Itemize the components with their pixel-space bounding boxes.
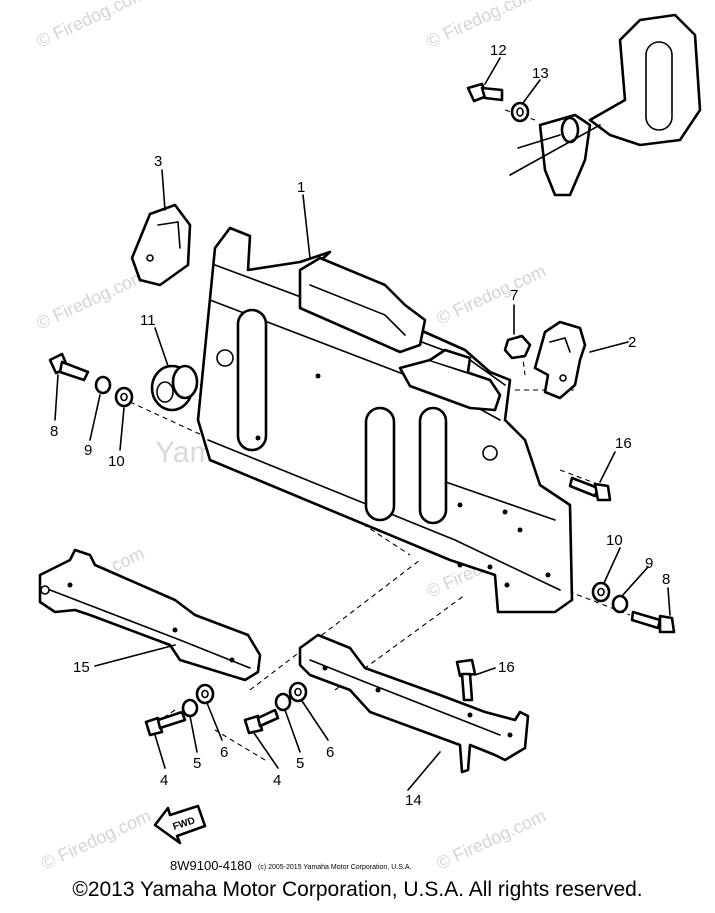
washer-13 <box>510 101 530 123</box>
callout-13: 13 <box>532 65 549 82</box>
bolt-16-right <box>568 476 612 502</box>
clamp-3 <box>130 203 192 287</box>
washer-6-right <box>288 681 308 703</box>
callout-15: 15 <box>73 659 90 676</box>
callout-8: 8 <box>662 571 670 588</box>
diagram-small-copyright: (c) 2005-2015 Yamaha Motor Corporation, … <box>258 864 411 871</box>
washer-9-right <box>611 594 629 614</box>
callout-9: 9 <box>84 442 92 459</box>
callout-labels: 1 2 3 4 4 5 5 6 6 7 8 8 9 9 10 10 11 12 … <box>50 42 670 809</box>
callout-6: 6 <box>220 744 228 761</box>
callout-2: 2 <box>628 334 636 351</box>
watermark-site: © Firedog.com <box>33 265 149 333</box>
bolt-4-left <box>144 710 187 737</box>
callout-1: 1 <box>297 179 305 196</box>
callout-16: 16 <box>498 659 515 676</box>
watermark-site: © Firedog.com <box>433 805 549 873</box>
bolt-8-left <box>48 352 90 382</box>
washer-9-left <box>94 375 112 395</box>
callout-10: 10 <box>606 532 623 549</box>
diagram-code: 8W9100-4180 <box>170 858 252 873</box>
rail-15 <box>38 548 262 682</box>
washer-5-left <box>181 698 199 718</box>
bolt-8-right <box>630 610 676 634</box>
callout-7: 7 <box>510 287 518 304</box>
watermark-site: © Firedog.com <box>433 260 549 328</box>
washer-6-left <box>195 683 215 705</box>
callout-9: 9 <box>645 555 653 572</box>
leader-lines <box>54 57 671 791</box>
main-bracket <box>196 226 574 614</box>
nut-7 <box>503 334 532 360</box>
bolt-16-lower <box>455 658 477 702</box>
callout-6: 6 <box>326 744 334 761</box>
callout-8: 8 <box>50 423 58 440</box>
forward-arrow-icon: FWD <box>153 804 207 845</box>
callout-4: 4 <box>273 772 281 789</box>
tiller-handle <box>509 13 702 197</box>
callout-12: 12 <box>490 42 507 59</box>
washer-5-right <box>274 692 292 712</box>
callout-3: 3 <box>154 153 162 170</box>
watermark-site: © Firedog.com <box>38 805 154 873</box>
watermark-site: © Firedog.com <box>423 0 539 52</box>
bolt-12 <box>466 82 504 103</box>
rail-14 <box>298 633 530 774</box>
callout-11: 11 <box>140 312 156 329</box>
washer-10-left <box>114 386 134 408</box>
callout-14: 14 <box>405 792 422 809</box>
callout-10: 10 <box>108 453 125 470</box>
watermark-site: © Firedog.com <box>33 0 149 52</box>
callout-5: 5 <box>193 755 201 772</box>
callout-4: 4 <box>160 772 168 789</box>
bolt-4-right <box>243 708 280 735</box>
grommet-11 <box>150 364 199 412</box>
washer-10-right <box>591 581 611 603</box>
callout-16: 16 <box>615 435 632 452</box>
callout-5: 5 <box>296 755 304 772</box>
copyright-notice: ©2013 Yamaha Motor Corporation, U.S.A. A… <box>72 878 643 901</box>
clamp-2 <box>533 320 587 400</box>
